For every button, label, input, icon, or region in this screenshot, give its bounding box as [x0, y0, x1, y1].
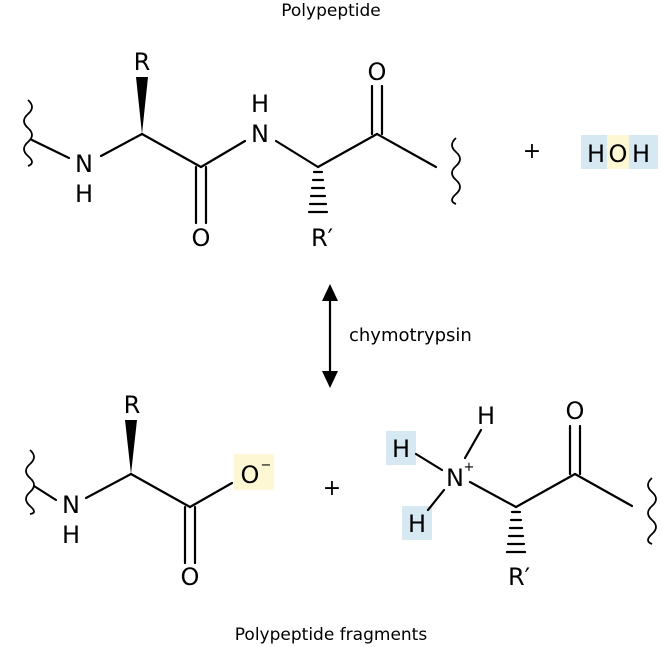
- n-terminal-hydrogen: H: [75, 180, 93, 208]
- negative-charge: −: [261, 458, 272, 473]
- carbonyl2-oxygen: O: [368, 58, 387, 86]
- bond-n-to-alpha-c3: [468, 480, 518, 509]
- bond-product-chain-to-n: [32, 484, 58, 502]
- product-r-group-label: R: [124, 391, 141, 419]
- products-caption: Polypeptide fragments: [235, 625, 428, 645]
- o-minus-highlight: [234, 454, 274, 490]
- r-prime-group-label: R′: [311, 224, 333, 252]
- bond-alpha-c3-to-carbonyl3: [514, 472, 577, 509]
- carboxyl-oxygen: O: [181, 563, 200, 591]
- arrow-head-down: [322, 371, 338, 388]
- water-molecule: H O H: [581, 135, 658, 169]
- product-nitrogen: N: [62, 491, 80, 519]
- ammonium-hydrogen-left: H: [392, 435, 410, 463]
- wedge-bond-r: [136, 77, 148, 134]
- bond-n-to-alpha-c: [99, 132, 144, 158]
- bond-carbonyl-to-amide-n: [199, 139, 247, 169]
- amide-nitrogen: N: [251, 120, 269, 148]
- bond-h-top-to-n: [463, 428, 483, 460]
- bond-carbonyl3-to-chain: [573, 472, 634, 508]
- polypeptide-molecule: R N H O H N R′ O: [23, 48, 461, 252]
- carbonyl3-oxygen: O: [566, 397, 585, 425]
- ammonium-hydrogen-top: H: [477, 402, 495, 430]
- bond-h-bottom-to-n: [426, 488, 446, 512]
- water-oxygen: O: [609, 140, 628, 168]
- water-hydrogen-right: H: [632, 140, 650, 168]
- hash-bond-r-prime: [307, 170, 329, 214]
- plus-sign-reactants: +: [523, 139, 541, 164]
- plus-sign-products: +: [323, 476, 341, 501]
- product-hash-bond-r-prime: [505, 510, 527, 554]
- carbonyl-oxygen: O: [192, 224, 211, 252]
- product-chain-break-right: [647, 477, 657, 545]
- product-wedge-bond-r: [125, 420, 137, 474]
- carboxylate-fragment: R N H O O −: [25, 391, 274, 591]
- product-hydrogen: H: [62, 521, 80, 549]
- equilibrium-arrow: [322, 284, 338, 388]
- enzyme-label: chymotrypsin: [349, 325, 472, 346]
- h-bottom-highlight: [402, 506, 432, 540]
- bond-chain-to-n: [30, 138, 71, 160]
- h-left-highlight: [386, 431, 416, 465]
- bond-carbonyl2-to-chain: [375, 132, 438, 169]
- product-chain-break-left: [25, 449, 35, 515]
- r-group-label: R: [134, 48, 151, 76]
- ammonium-nitrogen: N: [446, 464, 464, 492]
- arrow-head-up: [322, 284, 338, 301]
- ammonium-fragment: H H H N + O R′: [386, 397, 657, 591]
- water-highlight-yellow: [607, 135, 629, 169]
- chain-break-right: [451, 137, 461, 205]
- bond-carboxyl-to-o-minus: [188, 481, 234, 509]
- amide-hydrogen: H: [251, 90, 269, 118]
- ammonium-hydrogen-bottom: H: [408, 510, 426, 538]
- positive-charge: +: [464, 460, 475, 475]
- bond-product-alpha-c-to-carboxyl: [129, 472, 192, 509]
- bond-product-n-to-alpha-c: [84, 472, 133, 500]
- carboxylate-oxygen: O: [241, 461, 260, 489]
- chain-break-left: [23, 99, 33, 167]
- bond-amide-n-to-alpha-c2: [274, 139, 320, 169]
- water-hydrogen-left: H: [587, 140, 605, 168]
- diagram-title: Polypeptide: [281, 1, 381, 21]
- bond-alpha-c-to-carbonyl: [140, 132, 203, 169]
- n-terminal-nitrogen: N: [75, 150, 93, 178]
- bond-alpha-c2-to-carbonyl2: [316, 132, 379, 169]
- product-r-prime-group-label: R′: [508, 563, 530, 591]
- bond-h-left-to-n: [414, 452, 444, 472]
